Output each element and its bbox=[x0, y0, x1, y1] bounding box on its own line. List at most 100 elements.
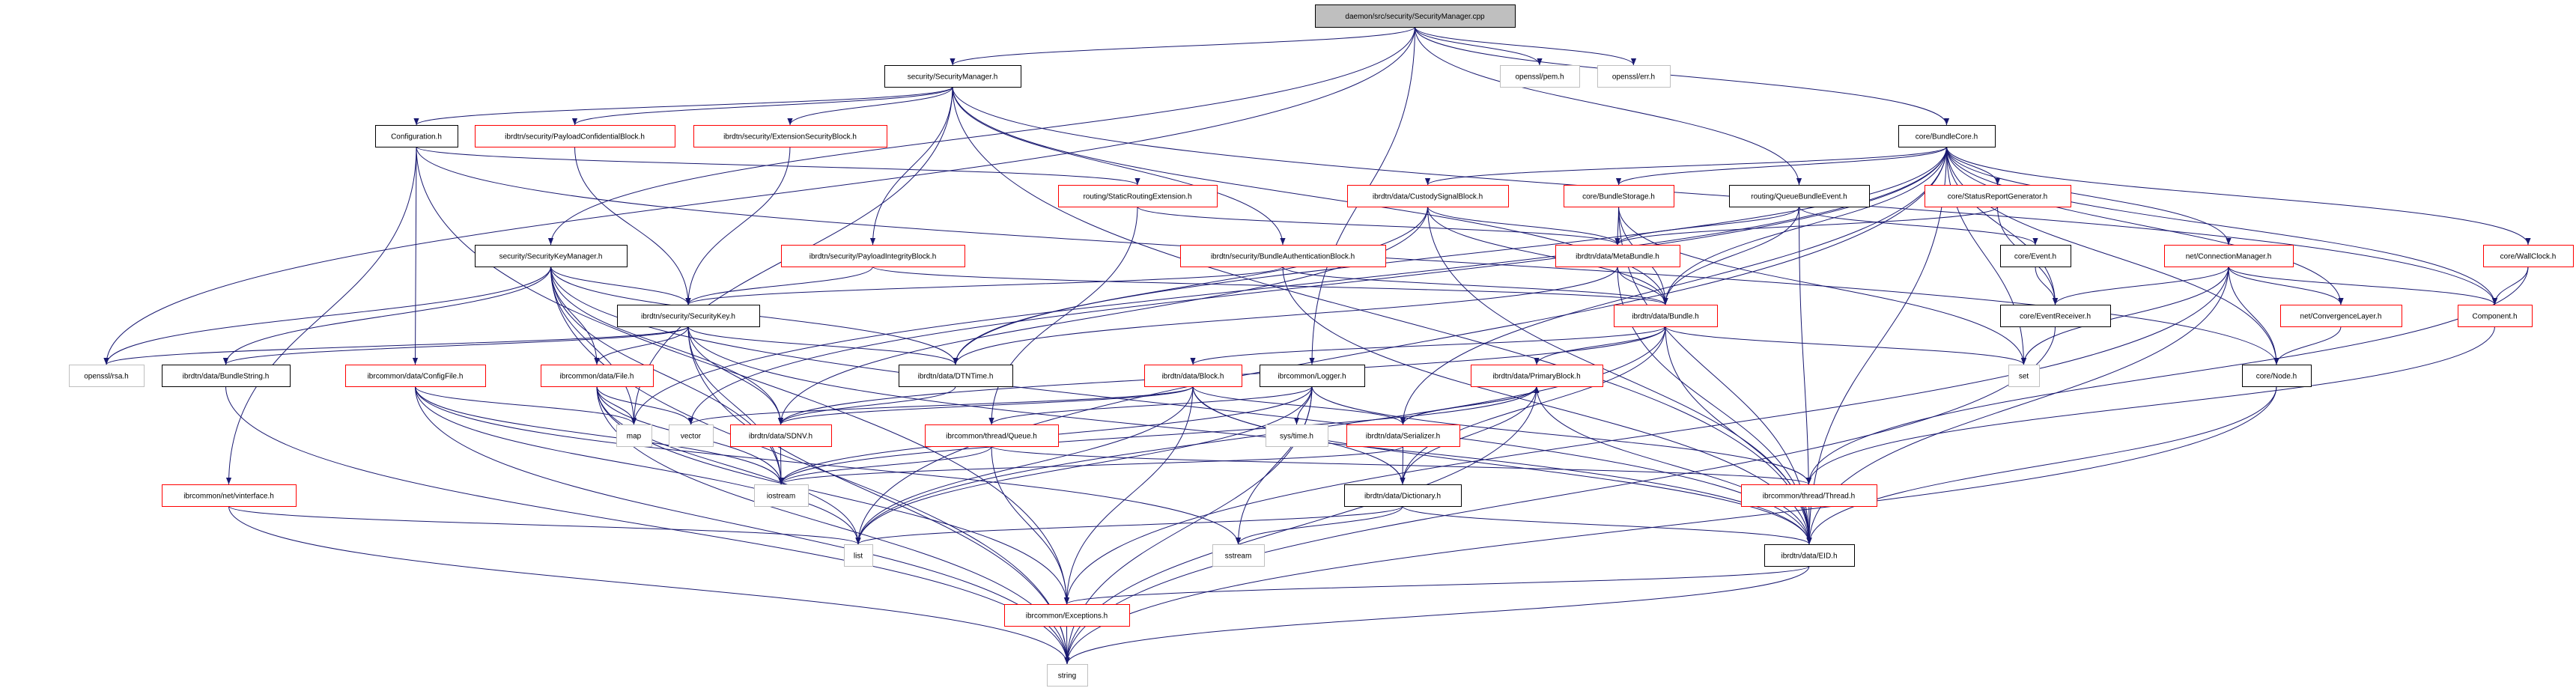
node-box bbox=[69, 365, 145, 387]
node-core[interactable]: core/BundleCore.h bbox=[1898, 125, 1996, 147]
node-label: Configuration.h bbox=[391, 133, 442, 141]
edge-event-to-er bbox=[2035, 266, 2059, 305]
node-conf[interactable]: Configuration.h bbox=[375, 125, 458, 147]
edge-ser-to-iostream bbox=[778, 445, 1403, 485]
edge-skm-to-sdnv bbox=[550, 266, 784, 425]
edge-sk-to-iostream bbox=[687, 326, 784, 485]
node-node[interactable]: core/Node.h bbox=[2242, 365, 2312, 387]
node-bst[interactable]: core/BundleStorage.h bbox=[1564, 185, 1674, 207]
node-file[interactable]: ibrcommon/data/File.h bbox=[541, 365, 654, 387]
node-box bbox=[1058, 185, 1218, 207]
edge-bundle-to-pb bbox=[1534, 326, 1666, 365]
node-bstr[interactable]: ibrdtn/data/BundleString.h bbox=[162, 365, 291, 387]
node-pb[interactable]: ibrdtn/data/PrimaryBlock.h bbox=[1471, 365, 1603, 387]
node-box bbox=[899, 365, 1013, 387]
node-cm[interactable]: net/ConnectionManager.h bbox=[2164, 245, 2294, 267]
edge-conf-to-cfg bbox=[412, 146, 419, 365]
node-vif[interactable]: ibrcommon/net/vinterface.h bbox=[162, 484, 297, 507]
node-thread[interactable]: ibrcommon/thread/Thread.h bbox=[1741, 484, 1877, 507]
edge-bundle-to-dict bbox=[1400, 326, 1666, 485]
node-sstream[interactable]: sstream bbox=[1212, 544, 1265, 567]
node-box bbox=[2483, 245, 2574, 267]
edge-cpp-to-pem bbox=[1415, 26, 1543, 66]
node-list[interactable]: list bbox=[844, 544, 873, 567]
node-label: map bbox=[627, 433, 642, 441]
node-err[interactable]: openssl/err.h bbox=[1597, 65, 1671, 88]
node-event[interactable]: core/Event.h bbox=[2000, 245, 2071, 267]
node-pib[interactable]: ibrdtn/security/PayloadIntegrityBlock.h bbox=[781, 245, 965, 267]
node-exc[interactable]: ibrcommon/Exceptions.h bbox=[1004, 604, 1130, 627]
node-systime[interactable]: sys/time.h bbox=[1266, 424, 1328, 447]
node-smh[interactable]: security/SecurityManager.h bbox=[884, 65, 1021, 88]
node-label: net/ConnectionManager.h bbox=[2186, 253, 2272, 261]
node-skm[interactable]: security/SecurityKeyManager.h bbox=[475, 245, 628, 267]
edge-queue-to-exc bbox=[991, 445, 1070, 605]
node-label: Component.h bbox=[2472, 313, 2517, 321]
node-cfg[interactable]: ibrcommon/data/ConfigFile.h bbox=[345, 365, 486, 387]
node-logger[interactable]: ibrcommon/Logger.h bbox=[1260, 365, 1365, 387]
node-wc[interactable]: core/WallClock.h bbox=[2483, 245, 2574, 267]
edge-smh-to-esb bbox=[787, 86, 953, 126]
node-label: ibrdtn/security/ExtensionSecurityBlock.h bbox=[723, 133, 857, 141]
node-label: ibrcommon/thread/Queue.h bbox=[946, 433, 1037, 441]
edge-bundle-to-list bbox=[855, 326, 1666, 545]
node-sk[interactable]: ibrdtn/security/SecurityKey.h bbox=[617, 305, 760, 327]
node-block[interactable]: ibrdtn/data/Block.h bbox=[1144, 365, 1242, 387]
node-dict[interactable]: ibrdtn/data/Dictionary.h bbox=[1344, 484, 1462, 507]
node-esb[interactable]: ibrdtn/security/ExtensionSecurityBlock.h bbox=[693, 125, 887, 147]
node-label: core/BundleCore.h bbox=[1916, 133, 1978, 141]
node-qbe[interactable]: routing/QueueBundleEvent.h bbox=[1729, 185, 1870, 207]
node-sdnv[interactable]: ibrdtn/data/SDNV.h bbox=[730, 424, 832, 447]
node-box bbox=[2280, 305, 2402, 327]
node-label: ibrdtn/data/Block.h bbox=[1162, 373, 1224, 381]
node-label: core/Event.h bbox=[2014, 253, 2056, 261]
node-box bbox=[693, 125, 887, 147]
node-csb[interactable]: ibrdtn/data/CustodySignalBlock.h bbox=[1347, 185, 1509, 207]
node-meta[interactable]: ibrdtn/data/MetaBundle.h bbox=[1555, 245, 1680, 267]
node-label: ibrcommon/net/vinterface.h bbox=[183, 493, 274, 501]
node-comp[interactable]: Component.h bbox=[2458, 305, 2533, 327]
node-rsa[interactable]: openssl/rsa.h bbox=[69, 365, 145, 387]
node-bab[interactable]: ibrdtn/security/BundleAuthenticationBloc… bbox=[1180, 245, 1386, 267]
node-label: ibrdtn/data/SDNV.h bbox=[749, 433, 812, 441]
edge-eid-to-string bbox=[1064, 565, 1810, 665]
edge-node-to-string bbox=[1064, 386, 2277, 665]
edge-core-to-wc bbox=[1946, 146, 2531, 246]
node-map[interactable]: map bbox=[616, 424, 652, 447]
node-queue[interactable]: ibrcommon/thread/Queue.h bbox=[925, 424, 1059, 447]
node-box bbox=[1266, 424, 1328, 447]
edge-smh-to-eid bbox=[952, 86, 1812, 545]
node-box bbox=[1741, 484, 1877, 507]
node-eid[interactable]: ibrdtn/data/EID.h bbox=[1764, 544, 1855, 567]
node-box bbox=[1597, 65, 1671, 88]
node-box bbox=[617, 305, 760, 327]
edge-conf-to-vif bbox=[225, 146, 417, 485]
node-pem[interactable]: openssl/pem.h bbox=[1500, 65, 1580, 88]
node-vector[interactable]: vector bbox=[669, 424, 714, 447]
node-label: ibrcommon/Logger.h bbox=[1278, 373, 1346, 381]
node-srg[interactable]: core/StatusReportGenerator.h bbox=[1925, 185, 2071, 207]
node-cl[interactable]: net/ConvergenceLayer.h bbox=[2280, 305, 2402, 327]
edge-csb-to-meta bbox=[1427, 206, 1620, 246]
node-dtnt[interactable]: ibrdtn/data/DTNTime.h bbox=[899, 365, 1013, 387]
node-ser[interactable]: ibrdtn/data/Serializer.h bbox=[1346, 424, 1460, 447]
node-cpp[interactable]: daemon/src/security/SecurityManager.cpp bbox=[1315, 4, 1516, 28]
node-box bbox=[1729, 185, 1870, 207]
node-iostream[interactable]: iostream bbox=[754, 484, 809, 507]
node-set[interactable]: set bbox=[2008, 365, 2040, 387]
node-bundle[interactable]: ibrdtn/data/Bundle.h bbox=[1614, 305, 1718, 327]
edge-core-to-cm bbox=[1946, 146, 2232, 246]
edge-block-to-list bbox=[855, 386, 1194, 545]
edge-skm-to-string bbox=[550, 266, 1070, 665]
node-box bbox=[2000, 305, 2111, 327]
node-pcb[interactable]: ibrdtn/security/PayloadConfidentialBlock… bbox=[475, 125, 675, 147]
node-sre[interactable]: routing/StaticRoutingExtension.h bbox=[1058, 185, 1218, 207]
node-er[interactable]: core/EventReceiver.h bbox=[2000, 305, 2111, 327]
edge-eid-to-exc bbox=[1064, 565, 1810, 605]
node-string[interactable]: string bbox=[1047, 664, 1088, 687]
edge-core-to-list bbox=[855, 146, 1947, 545]
edge-bundle-to-block bbox=[1190, 326, 1666, 365]
node-box bbox=[616, 424, 652, 447]
edge-csb-to-dtnt bbox=[953, 206, 1428, 365]
node-box bbox=[475, 245, 628, 267]
